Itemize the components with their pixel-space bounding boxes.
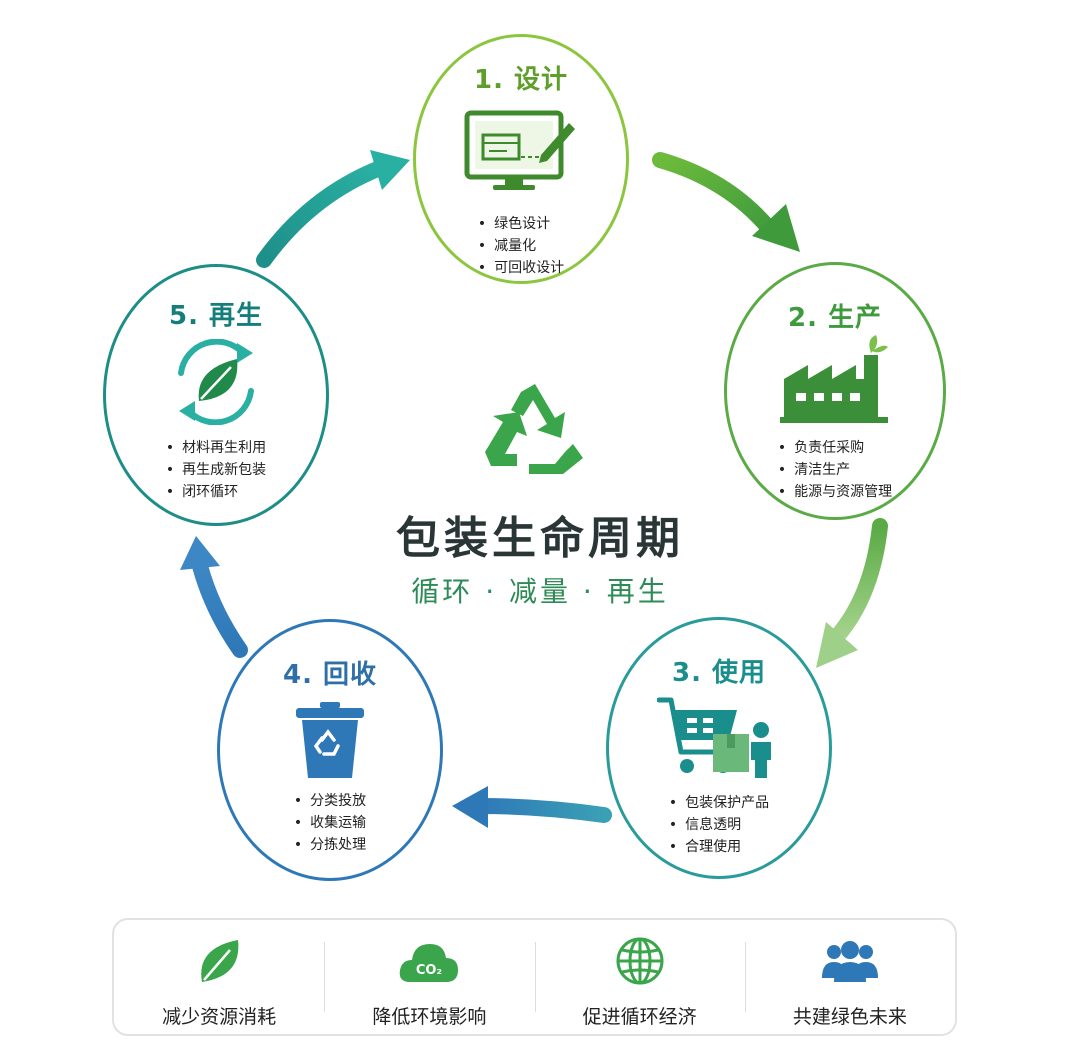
- stage-recycle: 4. 回收 分类投放 收集运输 分拣处理: [217, 619, 443, 881]
- list-item: 减量化: [478, 235, 564, 257]
- stage-title: 5. 再生: [168, 301, 264, 331]
- stage-title: 2. 生产: [787, 303, 883, 333]
- arrow-design-to-produce-head: [752, 204, 800, 252]
- arrow-use-to-recycle: [472, 798, 612, 823]
- diagram-subtitle: 循环 · 减量 · 再生: [411, 575, 669, 608]
- list-item: 可回收设计: [478, 257, 564, 279]
- leaf-cycle-icon: [161, 338, 271, 429]
- list-item: 清洁生产: [778, 459, 892, 481]
- arrow-recycle-to-regen: [192, 558, 248, 658]
- benefit-label: 共建绿色未来: [792, 1006, 907, 1028]
- stage-items: 材料再生利用 再生成新包装 闭环循环: [166, 437, 266, 503]
- stage-items: 负责任采购 清洁生产 能源与资源管理: [778, 437, 892, 503]
- benefits-bar: 减少资源消耗 CO₂ 降低环境影响: [112, 918, 957, 1036]
- benefit-label: 降低环境影响: [372, 1006, 487, 1028]
- co2-cloud-icon: CO₂: [324, 934, 534, 988]
- stage-produce: 2. 生产 负责任采购 清洁生产 能源与资源管理: [724, 262, 946, 520]
- stage-title: 1. 设计: [473, 65, 569, 95]
- arrow-regen-to-design: [256, 160, 388, 268]
- monitor-design-icon: [461, 107, 581, 201]
- list-item: 绿色设计: [478, 213, 564, 235]
- people-icon: [745, 934, 955, 988]
- stage-use: 3. 使用 包装保护产品 信息透明 合理使用: [606, 617, 832, 879]
- benefit-item: 减少资源消耗: [114, 920, 324, 1034]
- arrow-regen-to-design-head: [370, 150, 410, 190]
- list-item: 材料再生利用: [166, 437, 266, 459]
- list-item: 闭环循环: [166, 481, 266, 503]
- benefit-item: 共建绿色未来: [744, 920, 955, 1034]
- benefit-label: 促进循环经济: [582, 1006, 697, 1028]
- list-item: 分类投放: [294, 790, 366, 812]
- list-item: 合理使用: [669, 836, 769, 858]
- recycle-bin-icon: [294, 700, 366, 784]
- stage-title: 3. 使用: [671, 658, 767, 688]
- arrow-use-to-recycle-head: [452, 786, 488, 828]
- list-item: 信息透明: [669, 814, 769, 836]
- stage-title: 4. 回收: [282, 660, 378, 690]
- stage-regenerate: 5. 再生 材料再生利用 再生成新包装 闭环循环: [103, 264, 329, 526]
- benefit-item: CO₂ 降低环境影响: [324, 920, 534, 1034]
- list-item: 收集运输: [294, 812, 366, 834]
- stage-design: 1. 设计 绿色设计 减量化 可回收设计: [413, 34, 629, 284]
- list-item: 能源与资源管理: [778, 481, 892, 503]
- co2-text: CO₂: [416, 963, 442, 978]
- stage-items: 分类投放 收集运输 分拣处理: [294, 790, 366, 856]
- list-item: 再生成新包装: [166, 459, 266, 481]
- benefit-label: 减少资源消耗: [162, 1006, 277, 1028]
- recycle-logo-icon: [483, 382, 587, 482]
- arrow-produce-to-use-head: [816, 622, 858, 668]
- globe-icon: [535, 934, 745, 988]
- shopping-cart-icon: [656, 696, 781, 784]
- arrow-recycle-to-regen-head: [180, 536, 220, 570]
- list-item: 分拣处理: [294, 834, 366, 856]
- list-item: 负责任采购: [778, 437, 892, 459]
- leaf-icon: [114, 934, 324, 988]
- list-item: 包装保护产品: [669, 792, 769, 814]
- benefit-item: 促进循环经济: [534, 920, 745, 1034]
- arrow-produce-to-use: [824, 518, 888, 650]
- stage-items: 包装保护产品 信息透明 合理使用: [669, 792, 769, 858]
- stage-items: 绿色设计 减量化 可回收设计: [478, 213, 564, 279]
- factory-icon: [780, 333, 890, 429]
- arrow-design-to-produce: [652, 152, 780, 240]
- diagram-title: 包装生命周期: [396, 513, 684, 564]
